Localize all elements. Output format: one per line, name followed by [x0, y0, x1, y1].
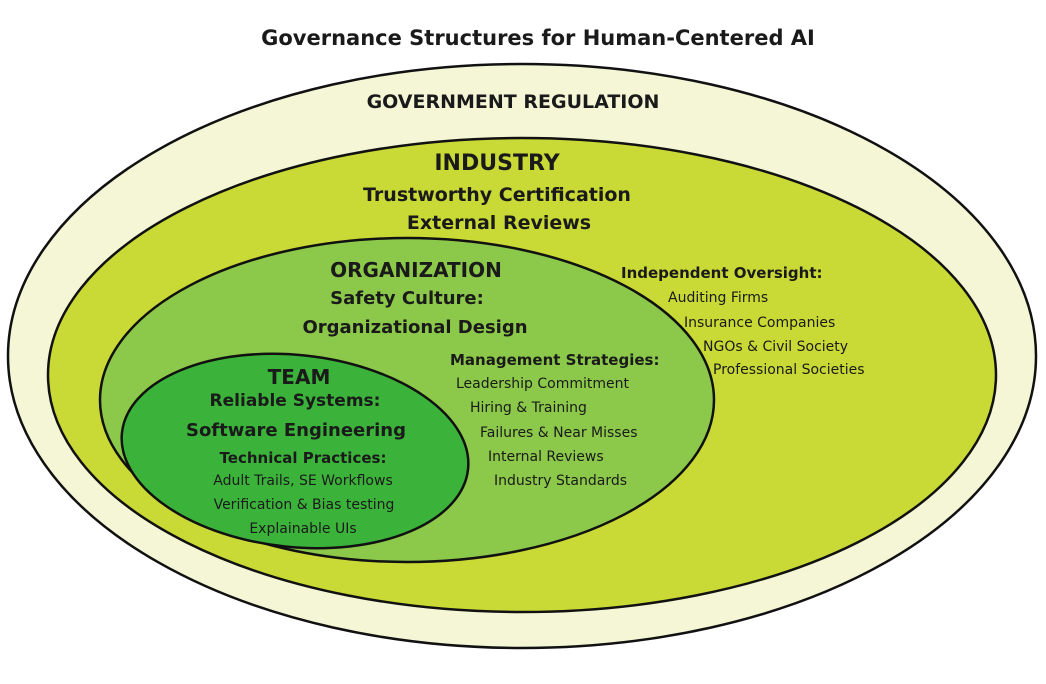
team-ellipse	[120, 352, 470, 550]
oversight-item: NGOs & Civil Society	[703, 339, 849, 355]
practice-item: Adult Trails, SE Workflows	[213, 473, 393, 489]
practice-item: Verification & Bias testing	[213, 497, 395, 513]
oversight-heading: Independent Oversight:	[621, 264, 823, 282]
team-line-2: Software Engineering	[185, 420, 407, 441]
oversight-item: Auditing Firms	[668, 290, 769, 306]
industry-line-1: Trustworthy Certification	[363, 184, 631, 206]
team-line-1: Reliable Systems:	[209, 391, 381, 411]
industry-line-2: External Reviews	[406, 212, 592, 234]
management-item: Industry Standards	[494, 473, 628, 489]
oversight-item: Professional Societies	[713, 362, 865, 378]
oversight-item: Insurance Companies	[684, 315, 836, 331]
management-item: Internal Reviews	[488, 449, 604, 465]
organization-line-2: Organizational Design	[302, 317, 528, 338]
management-heading: Management Strategies:	[450, 351, 660, 369]
diagram-title: Governance Structures for Human-Centered…	[261, 26, 815, 50]
government-label: GOVERNMENT REGULATION	[366, 91, 660, 113]
practice-item: Explainable UIs	[249, 521, 357, 537]
team-heading: TEAM	[267, 365, 331, 389]
organization-line-1: Safety Culture:	[330, 288, 484, 309]
practices-heading: Technical Practices:	[219, 449, 387, 467]
management-item: Failures & Near Misses	[480, 425, 638, 441]
industry-heading: INDUSTRY	[434, 151, 560, 176]
management-item: Hiring & Training	[470, 400, 587, 416]
management-item: Leadership Commitment	[456, 376, 630, 392]
organization-heading: ORGANIZATION	[330, 258, 502, 282]
